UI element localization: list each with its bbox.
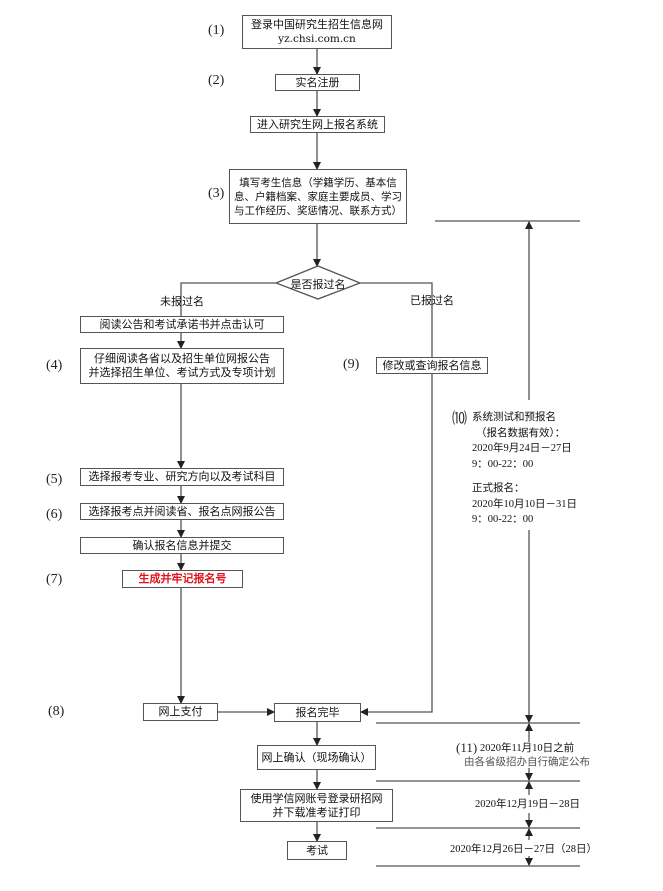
formal-time: 9：00-22：00: [472, 514, 534, 525]
step-select-site-box: 选择报考点并阅读省、报名点网报公告: [80, 503, 284, 520]
login-title: 登录中国研究生招生信息网: [251, 18, 383, 31]
exam-period: 2020年12月26日－27日（28日）: [450, 844, 597, 855]
step-fill-info-box: 填写考生信息（学籍学历、基本信 息、户籍档案、家庭主要成员、学习 与工作经历、奖…: [229, 169, 407, 224]
step-read-notice-box: 阅读公告和考试承诺书并点击认可: [80, 316, 284, 333]
read-unit-line-2: 并选择招生单位、考试方式及专项计划: [88, 366, 276, 379]
step-number-1: (1): [208, 23, 225, 38]
online-confirm-label: 网上确认（现场确认）: [261, 750, 372, 764]
step-enter-system-box: 进入研究生网上报名系统: [250, 116, 385, 133]
step-select-major-box: 选择报考专业、研究方向以及考试科目: [80, 468, 284, 486]
register-label: 实名注册: [295, 75, 340, 89]
step-online-confirm-box: 网上确认（现场确认）: [257, 745, 376, 770]
step-number-6: (6): [46, 507, 63, 522]
login-url: yz.chsi.com.cn: [278, 33, 356, 45]
print-period: 2020年12月19日－28日: [475, 799, 580, 810]
formal-title: 正式报名：: [472, 482, 525, 494]
modify-query-label: 修改或查询报名信息: [382, 358, 482, 372]
registration-done-label: 报名完毕: [295, 705, 340, 719]
confirm-submit-label: 确认报名信息并提交: [132, 538, 232, 552]
step-number-9: (9): [343, 357, 360, 372]
step-pay-online-box: 网上支付: [143, 703, 218, 721]
step-number-11: (11): [456, 740, 478, 755]
test-time: 9：00-22：00: [472, 458, 534, 470]
step-modify-query-box: 修改或查询报名信息: [376, 357, 488, 374]
confirm-note: 由各省级招办自行确定公布: [464, 757, 590, 768]
step-number-7: (7): [46, 572, 63, 587]
enter-system-label: 进入研究生网上报名系统: [257, 117, 378, 131]
step-login-box: 登录中国研究生招生信息网 yz.chsi.com.cn: [242, 15, 392, 49]
step-confirm-submit-box: 确认报名信息并提交: [80, 537, 284, 554]
test-note: （报名数据有效）：: [476, 426, 566, 439]
step-number-2: (2): [208, 73, 225, 88]
branch-label-not-registered: 未报过名: [160, 295, 204, 308]
step-number-8: (8): [48, 704, 65, 719]
test-date: 2020年9月24日－27日: [472, 443, 572, 454]
step-number-10: ⑽: [452, 411, 468, 427]
step-number-5: (5): [46, 472, 63, 487]
test-title: 系统测试和预报名: [472, 411, 556, 423]
step-number-4: (4): [46, 358, 63, 373]
exam-label: 考试: [306, 843, 328, 857]
generate-number-label: 生成并牢记报名号: [138, 572, 227, 585]
branch-label-registered: 已报过名: [410, 294, 454, 307]
step-register-box: 实名注册: [275, 74, 360, 91]
decision-question: 是否报过名: [290, 278, 346, 291]
step-registration-done-box: 报名完毕: [274, 703, 361, 722]
read-unit-line-1: 仔细阅读各省以及招生单位网报公告: [94, 352, 270, 365]
branch-not-registered: [180, 282, 276, 316]
download-line-1: 使用学信网账号登录研招网: [250, 791, 383, 805]
decision-diamond: [274, 265, 362, 300]
step-read-unit-box: 仔细阅读各省以及招生单位网报公告 并选择招生单位、考试方式及专项计划: [80, 348, 284, 384]
select-major-label: 选择报考专业、研究方向以及考试科目: [88, 470, 276, 483]
fill-info-line-1: 填写考生信息（学籍学历、基本信: [239, 176, 397, 189]
fill-info-line-3: 与工作经历、奖惩情况、联系方式）: [234, 204, 402, 217]
step-number-3: (3): [208, 186, 225, 201]
pay-online-label: 网上支付: [158, 705, 203, 718]
formal-date: 2020年10月10日－31日: [472, 498, 577, 510]
read-notice-label: 阅读公告和考试承诺书并点击认可: [99, 317, 265, 331]
step-download-ticket-box: 使用学信网账号登录研招网 并下载准考证打印: [240, 789, 393, 822]
download-line-2: 并下载准考证打印: [272, 805, 361, 819]
branch-registered: [360, 282, 433, 357]
step-generate-number-box: 生成并牢记报名号: [122, 570, 243, 588]
confirm-deadline: 2020年11月10日之前: [480, 743, 575, 754]
arrow-modify-to-done: [360, 374, 433, 716]
registration-period-note: 系统测试和预报名 （报名数据有效）： 2020年9月24日－27日 9：00-2…: [472, 410, 577, 528]
step-exam-box: 考试: [287, 841, 347, 860]
fill-info-line-2: 息、户籍档案、家庭主要成员、学习: [234, 190, 402, 203]
select-site-label: 选择报考点并阅读省、报名点网报公告: [88, 504, 276, 518]
